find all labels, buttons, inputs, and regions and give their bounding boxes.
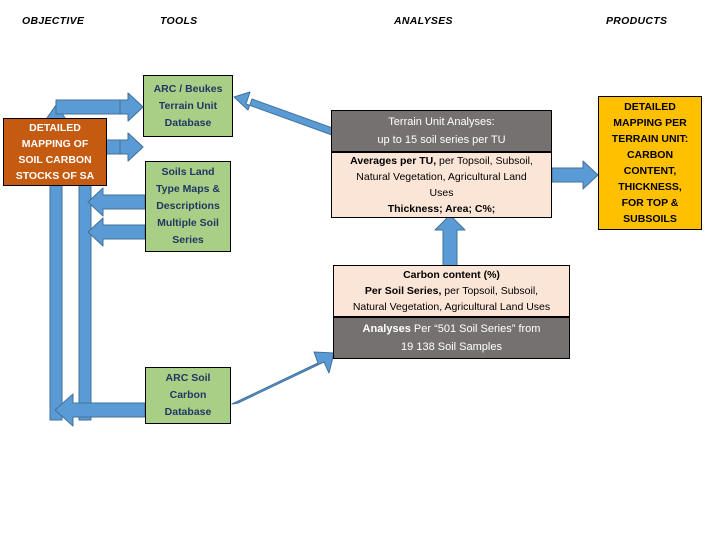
product-box[interactable]: DETAILED MAPPING PER TERRAIN UNIT: CARBO… xyxy=(598,96,702,230)
averages-line-2: Natural Vegetation, Agricultural Land xyxy=(356,171,527,183)
soils-maps-line-3: Descriptions xyxy=(156,200,220,212)
product-line-5: CONTENT, xyxy=(623,165,677,177)
objective-line-4: STOCKS OF SA xyxy=(15,170,95,182)
terrain-analyses-line-2: up to 15 soil series per TU xyxy=(377,134,506,146)
carbon-db-line-1: ARC Soil xyxy=(165,372,211,384)
column-header-objective: OBJECTIVE xyxy=(22,15,85,27)
soils-maps-line-4: Multiple Soil xyxy=(157,217,219,229)
analysis-box-terrain-unit-analyses[interactable]: Terrain Unit Analyses: up to 15 soil ser… xyxy=(331,110,552,152)
objective-line-1: DETAILED xyxy=(29,122,81,134)
averages-line-1: Averages per TU, per Topsoil, Subsoil, xyxy=(332,153,551,169)
arrow-carbon-db-to-analyses-series xyxy=(231,351,335,405)
arrow-carbon-content-to-averages xyxy=(434,214,466,267)
averages-line-1-rest: per Topsoil, Subsoil, xyxy=(436,155,533,167)
arrowhead-objective-to-terrain-db-lower xyxy=(119,132,144,162)
product-line-1: DETAILED xyxy=(624,101,676,113)
product-line-3: TERRAIN UNIT: xyxy=(611,133,689,145)
soils-maps-line-2: Type Maps & xyxy=(156,183,220,195)
carbon-content-line-1: Carbon content (%) xyxy=(403,269,500,281)
objective-line-2: MAPPING OF xyxy=(21,138,89,150)
terrain-db-line-3: Database xyxy=(164,116,212,129)
analysis-box-analyses-per-series[interactable]: Analyses Per “501 Soil Series” from 19 1… xyxy=(333,317,570,359)
column-header-tools: TOOLS xyxy=(160,15,198,27)
averages-line-3: Uses xyxy=(429,187,454,199)
analyses-series-line-1: Analyses Per “501 Soil Series” from xyxy=(334,320,569,338)
product-line-7: FOR TOP & xyxy=(621,197,679,209)
objective-line-3: SOIL CARBON xyxy=(18,154,92,166)
soils-maps-line-5: Series xyxy=(172,234,204,246)
carbon-db-line-2: Carbon xyxy=(169,389,207,401)
carbon-content-line-2-bold: Per Soil Series, xyxy=(364,285,442,297)
arrow-carbon-db-to-spine xyxy=(54,393,146,427)
terrain-analyses-line-1: Terrain Unit Analyses: xyxy=(388,116,495,128)
carbon-db-line-3: Database xyxy=(164,406,212,418)
averages-line-1-bold: Averages per TU, xyxy=(350,155,437,167)
column-header-products: PRODUCTS xyxy=(606,15,668,27)
analysis-box-averages-per-tu[interactable]: Averages per TU, per Topsoil, Subsoil, N… xyxy=(331,152,552,218)
column-header-analyses: ANALYSES xyxy=(394,15,453,27)
carbon-content-line-2: Per Soil Series, per Topsoil, Subsoil, xyxy=(334,283,569,299)
product-line-8: SUBSOILS xyxy=(623,213,677,225)
objective-box[interactable]: DETAILED MAPPING OF SOIL CARBON STOCKS O… xyxy=(3,118,107,186)
soils-maps-line-1: Soils Land xyxy=(161,166,215,178)
analysis-box-carbon-content[interactable]: Carbon content (%) Per Soil Series, per … xyxy=(333,265,570,317)
arrow-soils-maps-to-spine-lower xyxy=(87,217,146,247)
product-line-2: MAPPING PER xyxy=(613,117,687,129)
product-line-4: CARBON xyxy=(626,149,674,161)
tool-box-soils-land-type-maps[interactable]: Soils Land Type Maps & Descriptions Mult… xyxy=(145,161,231,252)
analyses-series-line-2: 19 138 Soil Samples xyxy=(401,341,502,353)
tool-box-terrain-unit-database[interactable]: ARC / Beukes Terrain Unit Database xyxy=(143,75,233,137)
analyses-series-line-1-rest: Per “501 Soil Series” from xyxy=(410,323,541,335)
arrow-averages-to-product xyxy=(551,160,599,190)
carbon-content-line-3: Natural Vegetation, Agricultural Land Us… xyxy=(352,301,551,313)
arrow-soils-maps-to-spine-upper xyxy=(87,187,146,217)
terrain-db-line-2: Terrain Unit xyxy=(158,99,218,112)
carbon-content-line-2-rest: per Topsoil, Subsoil, xyxy=(441,285,539,297)
arrowhead-objective-to-terrain-db-upper xyxy=(119,92,144,122)
averages-line-4: Thickness; Area; C%; xyxy=(387,203,496,215)
analyses-series-line-1-bold: Analyses xyxy=(362,323,411,335)
tool-box-arc-soil-carbon-database[interactable]: ARC Soil Carbon Database xyxy=(145,367,231,424)
product-line-6: THICKNESS, xyxy=(618,181,682,193)
terrain-db-line-1: ARC / Beukes xyxy=(153,82,223,95)
